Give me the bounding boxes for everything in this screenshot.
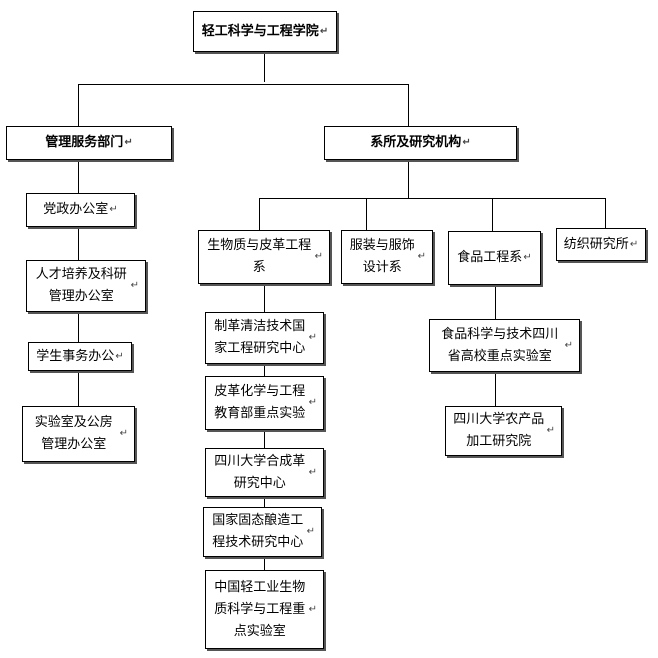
- management-branch-box: 管理服务部门↵: [6, 126, 172, 160]
- paragraph-mark: ↵: [306, 526, 315, 537]
- paragraph-mark: ↵: [308, 603, 317, 615]
- paragraph-mark: ↵: [314, 251, 323, 262]
- paragraph-mark: ↵: [417, 251, 426, 262]
- department-box: 生物质与皮革工程系↵: [198, 230, 330, 284]
- research-unit-box: 四川大学合成革研究中心↵: [205, 448, 324, 497]
- paragraph-mark: ↵: [308, 397, 317, 408]
- paragraph-mark: ↵: [319, 25, 329, 37]
- connector-line: [264, 52, 265, 82]
- department-box: 食品工程系↵: [448, 231, 541, 285]
- management-unit-box: 人才培养及科研管理办公室↵: [26, 260, 146, 312]
- connector-line: [78, 84, 79, 126]
- paragraph-mark: ↵: [119, 428, 128, 439]
- connector-line: [495, 285, 496, 319]
- paragraph-mark: ↵: [564, 339, 573, 351]
- research-unit-label: 四川大学农产品加工研究院: [453, 412, 545, 449]
- paragraph-mark: ↵: [308, 466, 317, 478]
- paragraph-mark: ↵: [546, 425, 555, 436]
- connector-line: [78, 160, 79, 193]
- management-unit-label: 党政办公室: [43, 202, 109, 217]
- management-unit-box: 实验室及公房管理办公室 ↵: [22, 406, 135, 462]
- research-unit-box: 中国轻工业生物质科学与工程重点实验室↵: [205, 570, 324, 649]
- management-unit-box: 党政办公室↵: [26, 193, 135, 227]
- connector-line: [264, 497, 265, 507]
- connector-line: [492, 198, 493, 231]
- paragraph-mark: ↵: [109, 204, 118, 215]
- connector-line: [264, 364, 265, 376]
- research-unit-box: 制革清洁技术国家工程研究中心↵: [205, 312, 324, 364]
- departments-branch-label: 系所及研究机构: [370, 135, 462, 150]
- departments-branch-box: 系所及研究机构↵: [324, 126, 517, 160]
- department-label: 纺织研究所: [563, 236, 629, 252]
- connector-line: [495, 372, 496, 406]
- research-unit-box: 食品科学与技术四川省高校重点实验室 ↵: [429, 319, 580, 372]
- department-label: 生物质与皮革工程系: [207, 238, 312, 275]
- research-unit-label: 国家固态酿造工程技术研究中心: [212, 513, 304, 550]
- connector-line: [264, 557, 265, 570]
- college-title-box: 轻工科学与工程学院↵: [193, 11, 337, 52]
- research-unit-box: 四川大学农产品加工研究院↵: [445, 406, 562, 456]
- management-unit-label: 学生事务办公: [36, 348, 115, 364]
- research-unit-label: 皮革化学与工程教育部重点实验: [214, 384, 306, 421]
- connector-line: [264, 284, 265, 312]
- connector-line: [78, 227, 79, 260]
- paragraph-mark: ↵: [124, 137, 133, 148]
- college-title: 轻工科学与工程学院: [201, 23, 319, 39]
- research-unit-label: 食品科学与技术四川省高校重点实验室: [441, 326, 559, 364]
- paragraph-mark: ↵: [523, 252, 532, 263]
- department-box: 纺织研究所↵: [556, 228, 646, 261]
- connector-line: [259, 198, 606, 199]
- department-box: 服装与服饰设计系↵: [341, 230, 433, 284]
- paragraph-mark: ↵: [629, 238, 639, 250]
- paragraph-mark: ↵: [130, 280, 139, 291]
- paragraph-mark: ↵: [115, 350, 124, 362]
- department-label: 服装与服饰设计系: [349, 238, 415, 275]
- research-unit-label: 制革清洁技术国家工程研究中心: [214, 319, 306, 356]
- paragraph-mark: ↵: [462, 137, 471, 148]
- management-unit-label: 实验室及公房管理办公室: [34, 415, 113, 452]
- management-unit-label: 人才培养及科研管理办公室: [35, 267, 127, 304]
- department-label: 食品工程系: [457, 250, 523, 265]
- management-branch-label: 管理服务部门: [45, 135, 124, 150]
- connector-line: [259, 198, 260, 230]
- research-unit-label: 中国轻工业生物质科学与工程重点实验室: [214, 579, 306, 639]
- research-unit-box: 国家固态酿造工程技术研究中心↵: [203, 507, 322, 557]
- research-unit-box: 皮革化学与工程教育部重点实验↵: [205, 376, 324, 430]
- connector-line: [605, 198, 606, 228]
- connector-line: [264, 430, 265, 448]
- paragraph-mark: ↵: [308, 332, 317, 343]
- management-unit-box: 学生事务办公↵: [28, 342, 132, 371]
- research-unit-label: 四川大学合成革研究中心: [214, 453, 306, 491]
- connector-line: [78, 84, 409, 85]
- connector-line: [78, 371, 79, 406]
- connector-line: [408, 84, 409, 126]
- connector-line: [78, 312, 79, 342]
- connector-line: [408, 160, 409, 198]
- connector-line: [366, 198, 367, 230]
